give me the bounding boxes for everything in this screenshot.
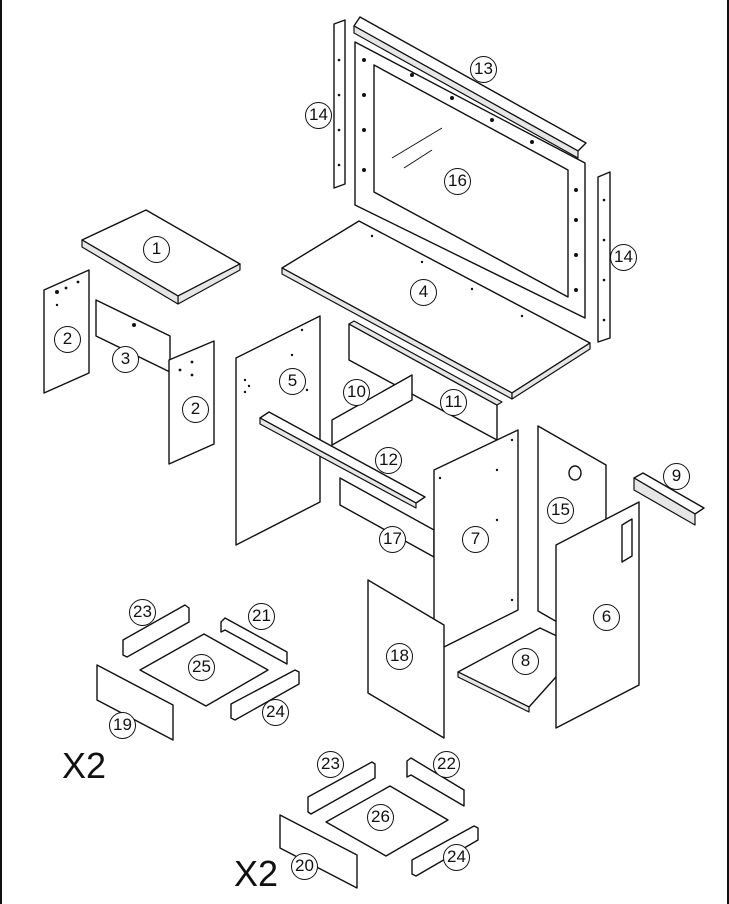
part-14-right-rail [597,171,611,343]
callout-part-3: 3 [112,346,139,373]
callout-part-8: 8 [512,648,539,675]
part-23-drawer-side-a [122,604,190,658]
part-14-left-rail [333,19,346,189]
callout-part-20: 20 [291,853,318,880]
callout-part-24-b: 24 [443,844,470,871]
part-9-small-rail [633,472,705,526]
callout-part-17: 17 [379,526,406,553]
callout-part-5: 5 [279,368,306,395]
callout-part-16: 16 [444,168,471,195]
callout-part-15: 15 [547,497,574,524]
callout-part-25: 25 [188,654,215,681]
callout-part-1: 1 [143,236,170,263]
callout-part-9: 9 [663,463,690,490]
callout-part-23-a: 23 [129,599,156,626]
callout-part-7: 7 [462,526,489,553]
part-4-long-top [281,220,591,400]
part-10-divider [331,374,413,446]
part-12-shelf-rail [259,411,426,509]
callout-part-14-right: 14 [610,244,637,271]
callout-part-13: 13 [470,56,497,83]
part-23-drawer-side-b [307,761,376,815]
callout-part-26: 26 [367,804,394,831]
quantity-label-drawer-set-2: X2 [234,853,279,894]
part-20-drawer-front [279,814,358,889]
callout-part-6: 6 [593,604,620,631]
quantity-label-drawer-set-1: X2 [62,745,107,786]
callout-part-10: 10 [343,379,370,406]
callout-part-22: 22 [433,751,460,778]
callout-part-21: 21 [248,603,275,630]
callout-part-12: 12 [375,447,402,474]
callout-part-24-a: 24 [262,699,289,726]
callout-part-4: 4 [410,279,437,306]
callout-part-14-left: 14 [305,102,332,129]
callout-part-23-b: 23 [317,751,344,778]
callout-part-2-left: 2 [54,326,81,353]
part-13-top-rail [353,16,587,159]
part-22-drawer-side [406,757,465,807]
callout-part-18: 18 [386,643,413,670]
callout-part-19: 19 [109,712,136,739]
callout-part-11: 11 [440,389,467,416]
part-19-drawer-front [96,664,174,741]
callout-part-2-right: 2 [182,396,209,423]
part-21-drawer-side [220,617,288,665]
part-24-drawer-back-a [230,669,300,721]
